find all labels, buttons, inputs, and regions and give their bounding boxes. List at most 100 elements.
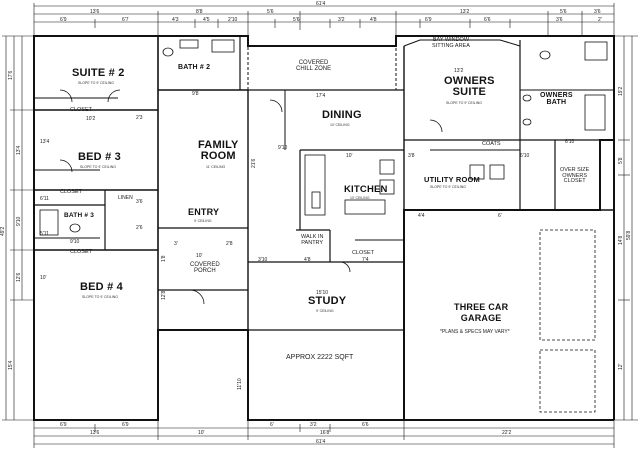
room-label-utility: UTILITY ROOM — [424, 175, 481, 184]
dim-bot-r2-3: 16'8 — [320, 430, 330, 436]
approx-sqft-label: APPROX 2222 SQFT — [286, 354, 354, 361]
dim-top-seg5: 5'6 — [560, 9, 567, 15]
dim-coats-width: 6'10 — [520, 153, 530, 159]
bed3-ceiling-note: SLOPE TO 9' CEILING — [80, 165, 116, 169]
dim-bot-r2-4: 22'2 — [502, 430, 512, 436]
dim-top-r2-3: 4'3 — [172, 17, 179, 23]
dim-top-r2-10: 6'6 — [484, 17, 491, 23]
room-label-bath2: BATH # 2 — [178, 64, 211, 71]
dim-2-3: 2'3 — [136, 115, 143, 121]
room-label-kitchen: KITCHEN — [344, 184, 388, 195]
dim-12-8: 12'8 — [161, 290, 167, 300]
dim-top-r2-12: 2' — [598, 17, 602, 23]
dim-bot-overall: 61'4 — [316, 439, 326, 445]
dim-closet-width: 7'4 — [362, 257, 369, 263]
room-label-closet-suite2: CLOSET — [70, 107, 93, 113]
dim-top-seg6: 3'6 — [594, 9, 601, 15]
room-label-pantry: WALK IN PANTRY — [301, 234, 324, 246]
dim-top-r2-5: 2'10 — [228, 17, 238, 23]
dim-right-s3: 14'8 — [618, 235, 624, 245]
room-label-closet-kitchen: CLOSET — [352, 250, 375, 256]
dim-bot-r1-1: 6'9 — [60, 422, 67, 428]
dining-ceiling-note: 10' CEILING — [330, 123, 350, 127]
dim-top-r2-1: 6'9 — [60, 17, 67, 23]
dim-3: 3' — [174, 241, 178, 247]
dim-left-s3: 9'10 — [16, 216, 22, 226]
owners-suite-ceiling-note: SLOPE TO 9' CEILING — [446, 101, 482, 105]
dim-dining-width: 17'4 — [316, 93, 326, 99]
dim-bot-r1-3: 6' — [270, 422, 274, 428]
dim-bath3-width: 9'10 — [70, 239, 80, 245]
entry-ceiling-note: 9' CEILING — [194, 219, 212, 223]
dim-kitchen-width: 10' — [346, 153, 353, 159]
dim-bed4-width: 10' — [40, 275, 47, 281]
dim-bot-r2-2: 10' — [198, 430, 205, 436]
walls — [33, 35, 615, 421]
room-label-dining: DINING — [322, 109, 362, 121]
kitchen-ceiling-note: 10' CEILING — [350, 196, 370, 200]
room-label-bath3: BATH # 3 — [64, 212, 95, 219]
dim-top-overall: 61'4 — [316, 1, 326, 7]
dim-right-s1: 19'2 — [618, 86, 624, 96]
dim-left-overall: 49'2 — [0, 226, 6, 236]
utility-ceiling-note: SLOPE TO 9' CEILING — [430, 185, 466, 189]
room-label-closet-bed3: CLOSET — [60, 189, 83, 195]
dim-pantry-width: 4'8 — [304, 257, 311, 263]
dimension-lines — [2, 3, 638, 448]
dim-top-r2-8: 4'8 — [370, 17, 377, 23]
dim-1-8: 1'8 — [161, 255, 167, 262]
fixtures — [39, 39, 608, 413]
dim-closet-owner-width: 6'10 — [565, 139, 575, 145]
room-label-study: STUDY — [308, 295, 347, 307]
dim-top-r2-2: 6'7 — [122, 17, 129, 23]
dim-6-11: 6'11 — [40, 196, 49, 202]
dim-top-seg3: 5'6 — [267, 9, 274, 15]
dim-left-s4: 12'6 — [16, 272, 22, 282]
dim-4-4: 4'4 — [418, 213, 425, 219]
bed4-ceiling-note: SLOPE TO 9' CEILING — [82, 295, 118, 299]
room-label-coats: COATS — [482, 141, 501, 147]
room-label-owners-suite: OWNERS SUITE — [444, 75, 495, 98]
dim-family-width: 21'6 — [251, 158, 257, 168]
room-label-garage: THREE CAR GARAGE — [454, 302, 509, 323]
dim-suite-width: 10'2 — [86, 116, 96, 122]
dim-6: 6' — [498, 213, 502, 219]
room-label-covered-porch: COVERED PORCH — [190, 262, 220, 274]
dim-left-s1: 17'6 — [8, 70, 14, 80]
dim-top-r2-9: 6'9 — [425, 17, 432, 23]
dim-top-r2-11: 3'6 — [556, 17, 563, 23]
dim-3-6: 3'6 — [136, 199, 143, 205]
room-label-entry: ENTRY — [188, 207, 220, 217]
dim-5-11: 5'11 — [40, 231, 49, 237]
dim-top-r2-4: 4'5 — [203, 17, 210, 23]
dim-bot-r1-5: 6'6 — [362, 422, 369, 428]
dim-9-10: 9'10 — [278, 145, 288, 151]
dim-bot-r1-2: 6'9 — [122, 422, 129, 428]
room-label-owners-bath: OWNERS BATH — [540, 92, 573, 106]
dim-2-6: 2'6 — [136, 225, 143, 231]
study-ceiling-note: 9' CEILING — [316, 309, 334, 313]
dim-bot-r2-1: 13'6 — [90, 430, 100, 436]
dim-2-8: 2'8 — [226, 241, 233, 247]
room-label-suite2: SUITE # 2 — [72, 67, 125, 79]
dim-top-seg2: 8'8 — [196, 9, 203, 15]
dim-right-s2: 5'8 — [618, 157, 624, 164]
dim-top-r2-6: 5'6 — [293, 17, 300, 23]
garage-specs-note: *PLANS & SPECS MAY VARY* — [440, 329, 510, 335]
dim-study-width: 15'10 — [316, 290, 329, 296]
dim-porch-width: 3'10 — [258, 257, 268, 263]
dim-bed3-width: 13'4 — [40, 139, 50, 145]
room-label-bed3: BED # 3 — [78, 151, 121, 163]
room-label-owners-closet: OVER SIZE OWNERS CLOSET — [560, 167, 590, 184]
dim-right-s4: 12' — [618, 363, 624, 370]
dim-top-r2-7: 3'2 — [338, 17, 345, 23]
room-label-closet-bath3: CLOSET — [70, 249, 93, 255]
dim-top-seg1: 13'6 — [90, 9, 100, 15]
dim-utility-height: 3'8 — [408, 153, 415, 159]
dim-11-10: 11'10 — [237, 378, 243, 390]
dim-left-s5: 15'4 — [8, 360, 14, 370]
dim-right-overall: 59'8 — [626, 230, 632, 240]
dim-9-8: 9'8 — [192, 91, 199, 97]
dim-entry-width: 10' — [196, 253, 203, 259]
